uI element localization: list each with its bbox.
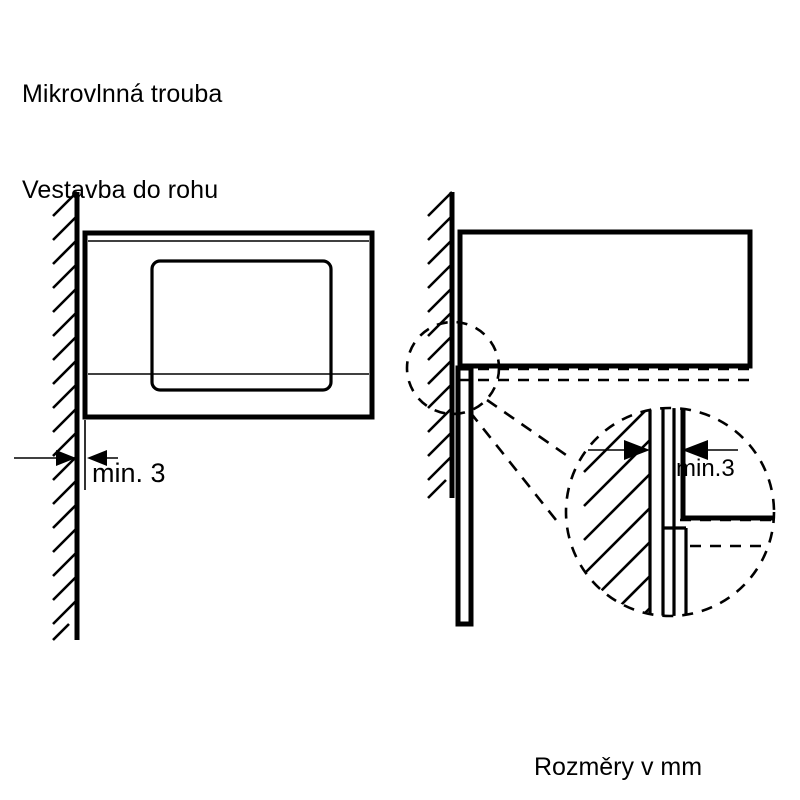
- wall-hatch-icon-top-upper: [427, 191, 453, 385]
- front-view-group: [14, 191, 375, 641]
- detail-leader-line-upper: [486, 398, 567, 457]
- wall-hatch-icon: [52, 191, 78, 641]
- dimension-arrow-left-icon: [87, 450, 107, 466]
- appliance-door-panel: [455, 365, 474, 627]
- dimension-arrow-right-icon-detail: [624, 440, 650, 460]
- wall-hatch-icon-detail: [583, 408, 651, 616]
- appliance-top-view-body: [457, 229, 753, 369]
- detail-appliance-edge: [680, 408, 774, 521]
- dimension-arrow-right-icon: [56, 450, 76, 466]
- front-view-dimension-label: min. 3: [92, 458, 166, 488]
- microwave-front-body: [82, 230, 375, 420]
- units-note: Rozměry v mm: [534, 753, 703, 781]
- magnified-detail-group: [564, 406, 776, 618]
- magnified-detail-circle-icon: [564, 406, 776, 618]
- detail-leader-line-lower: [468, 411, 558, 521]
- detail-dimension-label: min.3: [676, 455, 735, 482]
- dimension-arrow-left-icon-detail: [682, 440, 708, 460]
- title-line-2: Vestavba do rohu: [22, 176, 219, 204]
- page-title: Mikrovlnná trouba Vestavba do rohu: [22, 14, 222, 270]
- top-view-group: [405, 191, 753, 627]
- wall-hatch-icon-top-lower: [427, 383, 453, 499]
- detail-callout-circle-icon: [405, 320, 501, 416]
- title-line-1: Mikrovlnná trouba: [22, 80, 223, 108]
- microwave-door-window: [150, 259, 333, 392]
